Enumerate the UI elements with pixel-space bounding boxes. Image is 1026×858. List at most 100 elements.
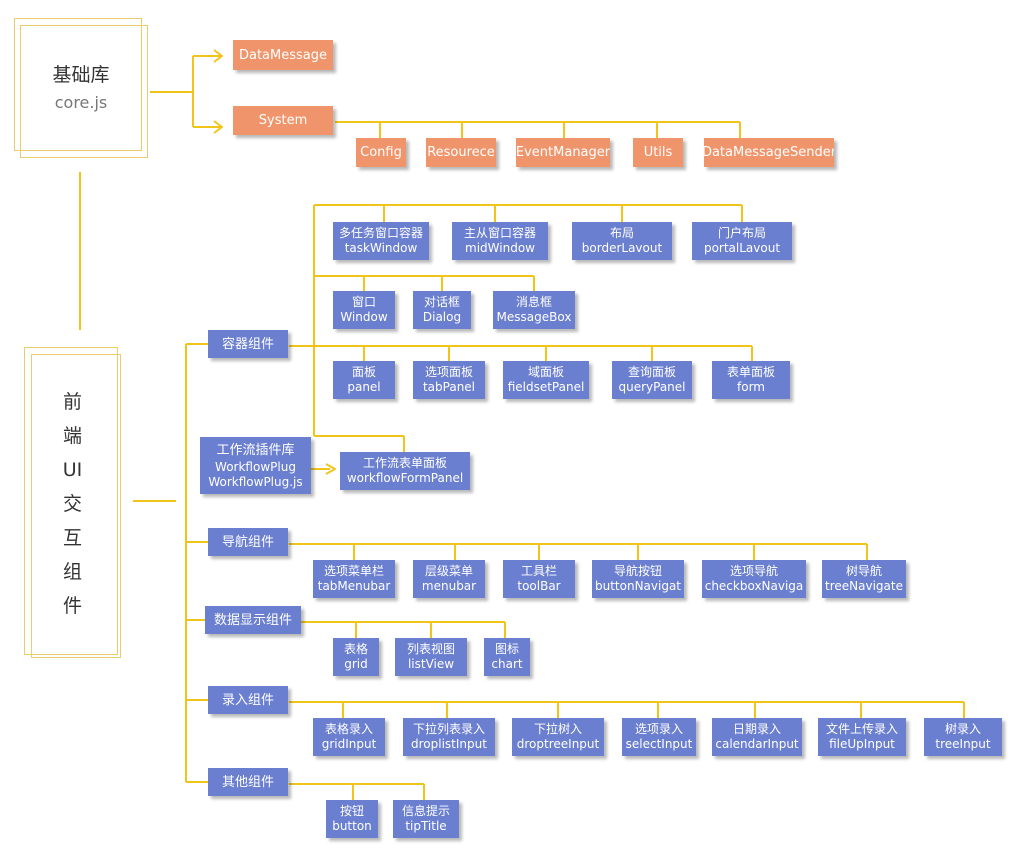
component-cn-label: 域面板 — [527, 365, 564, 379]
component-cn-label: 信息提示 — [401, 804, 450, 818]
component-midwindow: 主从窗口容器 midWindow — [452, 222, 548, 260]
component-cn-label: 下拉列表录入 — [412, 722, 485, 736]
component-en-label: Dialog — [422, 310, 462, 324]
component-en-label: treeNavigate — [825, 579, 903, 593]
component-tabmenubar: 选项菜单栏 tabMenubar — [313, 560, 395, 598]
component-en-label: buttonNavigat — [594, 579, 682, 593]
component-window: 窗口 Window — [333, 291, 395, 329]
component-cn-label: 多任务窗口容器 — [338, 226, 423, 240]
component-droptreeinput: 下拉树入 droptreeInput — [512, 718, 604, 756]
component-en-label: tabPanel — [422, 380, 476, 394]
component-treeinput: 树录入 treeInput — [924, 718, 1002, 756]
component-en-label: toolBar — [517, 579, 561, 593]
component-fieldsetpanel: 域面板 fieldsetPanel — [503, 361, 589, 399]
component-cn-label: 门户布局 — [717, 226, 766, 240]
component-workflowformpanel: 工作流表单面板 workflowFormPanel — [340, 452, 470, 490]
component-en-label: fileUpInput — [829, 737, 895, 751]
component-cn-label: 面板 — [351, 365, 376, 379]
component-en-label: tipTitle — [405, 819, 447, 833]
component-portallayout: 门户布局 portalLavout — [692, 222, 792, 260]
component-cn-label: 窗口 — [351, 295, 376, 309]
component-tiptitle: 信息提示 tipTitle — [393, 800, 459, 838]
component-cn-label: 选项录入 — [634, 722, 683, 736]
ui-frame-inner — [31, 354, 121, 658]
component-cn-label: 表格录入 — [324, 722, 373, 736]
component-form: 表单面板 form — [712, 361, 790, 399]
workflow-plugin-name: WorkflowPlug — [215, 459, 296, 474]
component-en-label: Window — [340, 310, 388, 324]
component-chart: 图标 chart — [484, 638, 530, 676]
core-root-title: 基础库 — [52, 64, 110, 86]
component-en-label: queryPanel — [618, 380, 686, 394]
component-toolbar: 工具栏 toolBar — [503, 560, 575, 598]
component-cn-label: 选项面板 — [424, 365, 473, 379]
component-cn-label: 表单面板 — [726, 365, 775, 379]
component-cn-label: 对话框 — [423, 295, 460, 309]
component-panel: 面板 panel — [333, 361, 395, 399]
ui-root-char: 组 — [62, 561, 82, 583]
component-en-label: button — [332, 819, 372, 833]
component-en-label: treeInput — [935, 737, 991, 751]
group-other: 其他组件 — [208, 768, 288, 796]
component-tabpanel: 选项面板 tabPanel — [413, 361, 485, 399]
component-cn-label: 列表视图 — [406, 642, 455, 656]
resourece-node: Resourece — [426, 138, 496, 167]
ui-root-char: 端 — [62, 425, 82, 447]
component-querypanel: 查询面板 queryPanel — [612, 361, 692, 399]
ui-root-char: 件 — [62, 595, 82, 617]
component-en-label: droptreeInput — [516, 737, 600, 751]
workflow-plugin-cn: 工作流插件库 — [216, 442, 295, 458]
component-cn-label: 查询面板 — [627, 365, 676, 379]
component-cn-label: 选项菜单栏 — [323, 564, 384, 578]
component-cn-label: 工具栏 — [520, 564, 557, 578]
ui-root-char: 互 — [62, 527, 82, 549]
component-en-label: menubar — [421, 579, 477, 593]
datamessagesender-node: DataMessageSender — [704, 138, 834, 167]
component-button: 按钮 button — [326, 800, 378, 838]
component-en-label: listView — [407, 657, 455, 671]
component-borderlayout: 布局 borderLavout — [572, 222, 672, 260]
component-en-label: gridInput — [321, 737, 377, 751]
ui-root-char: 前 — [62, 391, 82, 413]
component-dialog: 对话框 Dialog — [413, 291, 471, 329]
component-en-label: fieldsetPanel — [507, 380, 585, 394]
component-en-label: workflowFormPanel — [346, 471, 464, 485]
component-cn-label: 主从窗口容器 — [463, 226, 536, 240]
config-node: Config — [356, 138, 406, 167]
component-cn-label: 层级菜单 — [424, 564, 473, 578]
component-gridinput: 表格录入 gridInput — [313, 718, 385, 756]
component-checkboxnaviga: 选项导航 checkboxNaviga — [702, 560, 806, 598]
utils-node: Utils — [633, 138, 683, 167]
eventmanager-node: EventManager — [516, 138, 610, 167]
component-cn-label: 选项导航 — [729, 564, 778, 578]
component-cn-label: 消息框 — [515, 295, 552, 309]
core-root-subtitle: core.js — [54, 93, 108, 112]
component-en-label: taskWindow — [344, 241, 418, 255]
component-en-label: droplistInput — [411, 737, 487, 751]
component-cn-label: 布局 — [609, 226, 634, 240]
component-fileupinput: 文件上传录入 fileUpInput — [818, 718, 906, 756]
group-data-display: 数据显示组件 — [205, 606, 301, 634]
component-listview: 列表视图 listView — [395, 638, 467, 676]
component-cn-label: 树导航 — [845, 564, 882, 578]
component-en-label: borderLavout — [581, 241, 663, 255]
component-en-label: selectInput — [625, 737, 693, 751]
ui-frame-outer — [24, 347, 118, 655]
component-cn-label: 导航按钮 — [613, 564, 662, 578]
component-taskwindow: 多任务窗口容器 taskWindow — [333, 222, 429, 260]
component-cn-label: 工作流表单面板 — [362, 456, 447, 470]
component-en-label: tabMenubar — [317, 579, 391, 593]
component-en-label: portalLavout — [703, 241, 781, 255]
component-menubar: 层级菜单 menubar — [413, 560, 485, 598]
core-root-node: 基础库 core.js — [14, 25, 148, 151]
component-cn-label: 下拉树入 — [533, 722, 582, 736]
component-en-label: grid — [344, 657, 368, 671]
ui-root-node: 前 端 UI 交 互 组 件 — [24, 354, 121, 654]
component-droplistinput: 下拉列表录入 droplistInput — [403, 718, 495, 756]
core-frame-outer — [14, 18, 142, 151]
component-en-label: checkboxNaviga — [704, 579, 804, 593]
component-cn-label: 表格 — [343, 642, 368, 656]
component-cn-label: 树录入 — [944, 722, 981, 736]
component-grid: 表格 grid — [333, 638, 379, 676]
